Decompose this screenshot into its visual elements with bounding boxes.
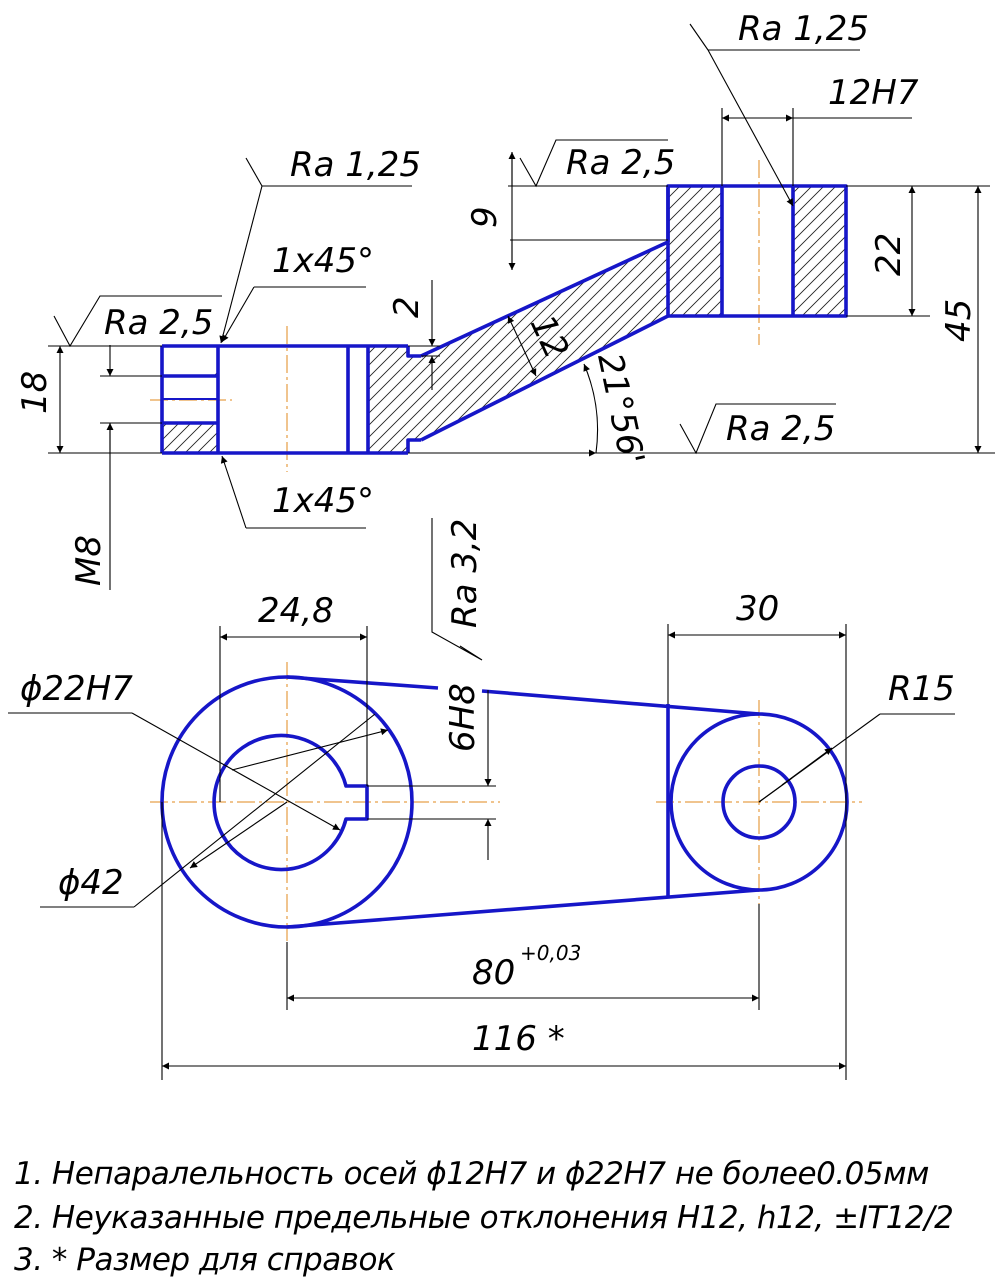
ra25-upper-label: Ra 2,5 xyxy=(566,143,675,183)
ra125-top-label: Ra 1,25 xyxy=(738,9,869,49)
roughness-ra25-bottom: Ra 2,5 xyxy=(679,403,836,455)
dimension-30: 30 xyxy=(667,589,847,802)
dim-24-8-label: 24,8 xyxy=(258,591,334,631)
ra125-left-label: Ra 1,25 xyxy=(290,145,421,185)
note-2: 2. Неуказанные предельные отклонения H12… xyxy=(14,1200,954,1236)
plan-view: 24,8 30 Ra 3,2 6H8 ϕ22H7 xyxy=(8,518,955,1080)
dim-12-label: 12 xyxy=(522,309,577,365)
dimension-12h7: 12H7 xyxy=(721,73,919,186)
dimension-phi42: ϕ42 xyxy=(40,713,376,908)
dimension-6h8: 6H8 xyxy=(367,683,496,860)
note-1: 1. Непаралельность осей ϕ12H7 и ϕ22H7 не… xyxy=(14,1156,929,1192)
hatch-line xyxy=(263,186,565,453)
thread-m8: M8 xyxy=(69,345,162,590)
small-hub-arc-left xyxy=(669,712,760,892)
dimension-r15: R15 xyxy=(758,669,955,803)
phi42-label: ϕ42 xyxy=(58,863,124,903)
ra25-left-label: Ra 2,5 xyxy=(104,303,213,343)
m8-label: M8 xyxy=(69,535,109,586)
dim-9-label: 9 xyxy=(465,206,505,228)
hatch-line xyxy=(864,170,1003,470)
roughness-ra32: Ra 3,2 xyxy=(431,518,485,661)
chamfer-bottom-label: 1x45° xyxy=(272,481,374,521)
dimension-116: 116 * xyxy=(161,802,847,1080)
dim-80-tolerance: +0,03 xyxy=(520,941,581,965)
ra32-label: Ra 3,2 xyxy=(445,519,485,628)
dimension-22: 22 xyxy=(846,185,990,317)
dimension-angle: 21°56' xyxy=(583,350,652,469)
chamfer-bottom: 1x45° xyxy=(220,455,374,529)
dim-116-label: 116 * xyxy=(472,1019,565,1059)
small-hub-arc xyxy=(758,712,849,892)
dim-30-label: 30 xyxy=(736,589,779,629)
hatch-line xyxy=(251,186,553,453)
arm-edge-top-left xyxy=(286,675,439,690)
note-3: 3. * Размер для справок xyxy=(14,1242,396,1278)
angle-label: 21°56' xyxy=(589,350,652,469)
bore-with-keyway xyxy=(212,733,369,872)
chamfer-top: 1x45° xyxy=(221,241,374,343)
dimension-2: 2 xyxy=(387,280,440,390)
dim-80-label: 80 xyxy=(472,953,515,993)
12h7-label: 12H7 xyxy=(828,73,919,113)
hatch-line xyxy=(852,170,1003,470)
ra25-bottom-label: Ra 2,5 xyxy=(726,409,835,449)
arm-edge-bottom xyxy=(286,888,760,929)
dimension-45: 45 xyxy=(408,186,995,454)
left-hub-outline xyxy=(160,344,421,455)
dimension-phi22h7: ϕ22H7 xyxy=(8,669,389,831)
dim-22-label: 22 xyxy=(869,233,909,276)
hatch-line xyxy=(275,186,577,453)
dim-2-label: 2 xyxy=(387,296,427,318)
dim-45-label: 45 xyxy=(939,299,979,342)
dimension-24-8: 24,8 xyxy=(219,591,368,802)
hatch-line xyxy=(203,186,505,453)
6h8-label: 6H8 xyxy=(443,683,483,752)
hatch-line xyxy=(311,186,613,453)
right-hub-outline xyxy=(666,184,848,318)
chamfer-top-label: 1x45° xyxy=(272,241,374,281)
arm-outline xyxy=(420,240,669,442)
r15-label: R15 xyxy=(888,669,955,709)
roughness-ra125-left: Ra 1,25 xyxy=(219,145,421,344)
phi22h7-label: ϕ22H7 xyxy=(20,669,133,709)
hatch-line xyxy=(179,186,481,453)
small-hub-bore xyxy=(721,764,797,840)
arm-edge-top-right xyxy=(481,689,760,716)
roughness-ra125-top: Ra 1,25 xyxy=(689,9,869,207)
dimension-80: 80 +0,03 xyxy=(286,904,760,1010)
roughness-ra25-upper: Ra 2,5 9 xyxy=(465,139,675,270)
section-view: Ra 1,25 12H7 Ra 2,5 9 22 xyxy=(15,9,1003,590)
roughness-ra25-left: Ra 2,5 18 xyxy=(15,295,222,454)
dim-18-label: 18 xyxy=(15,371,55,414)
